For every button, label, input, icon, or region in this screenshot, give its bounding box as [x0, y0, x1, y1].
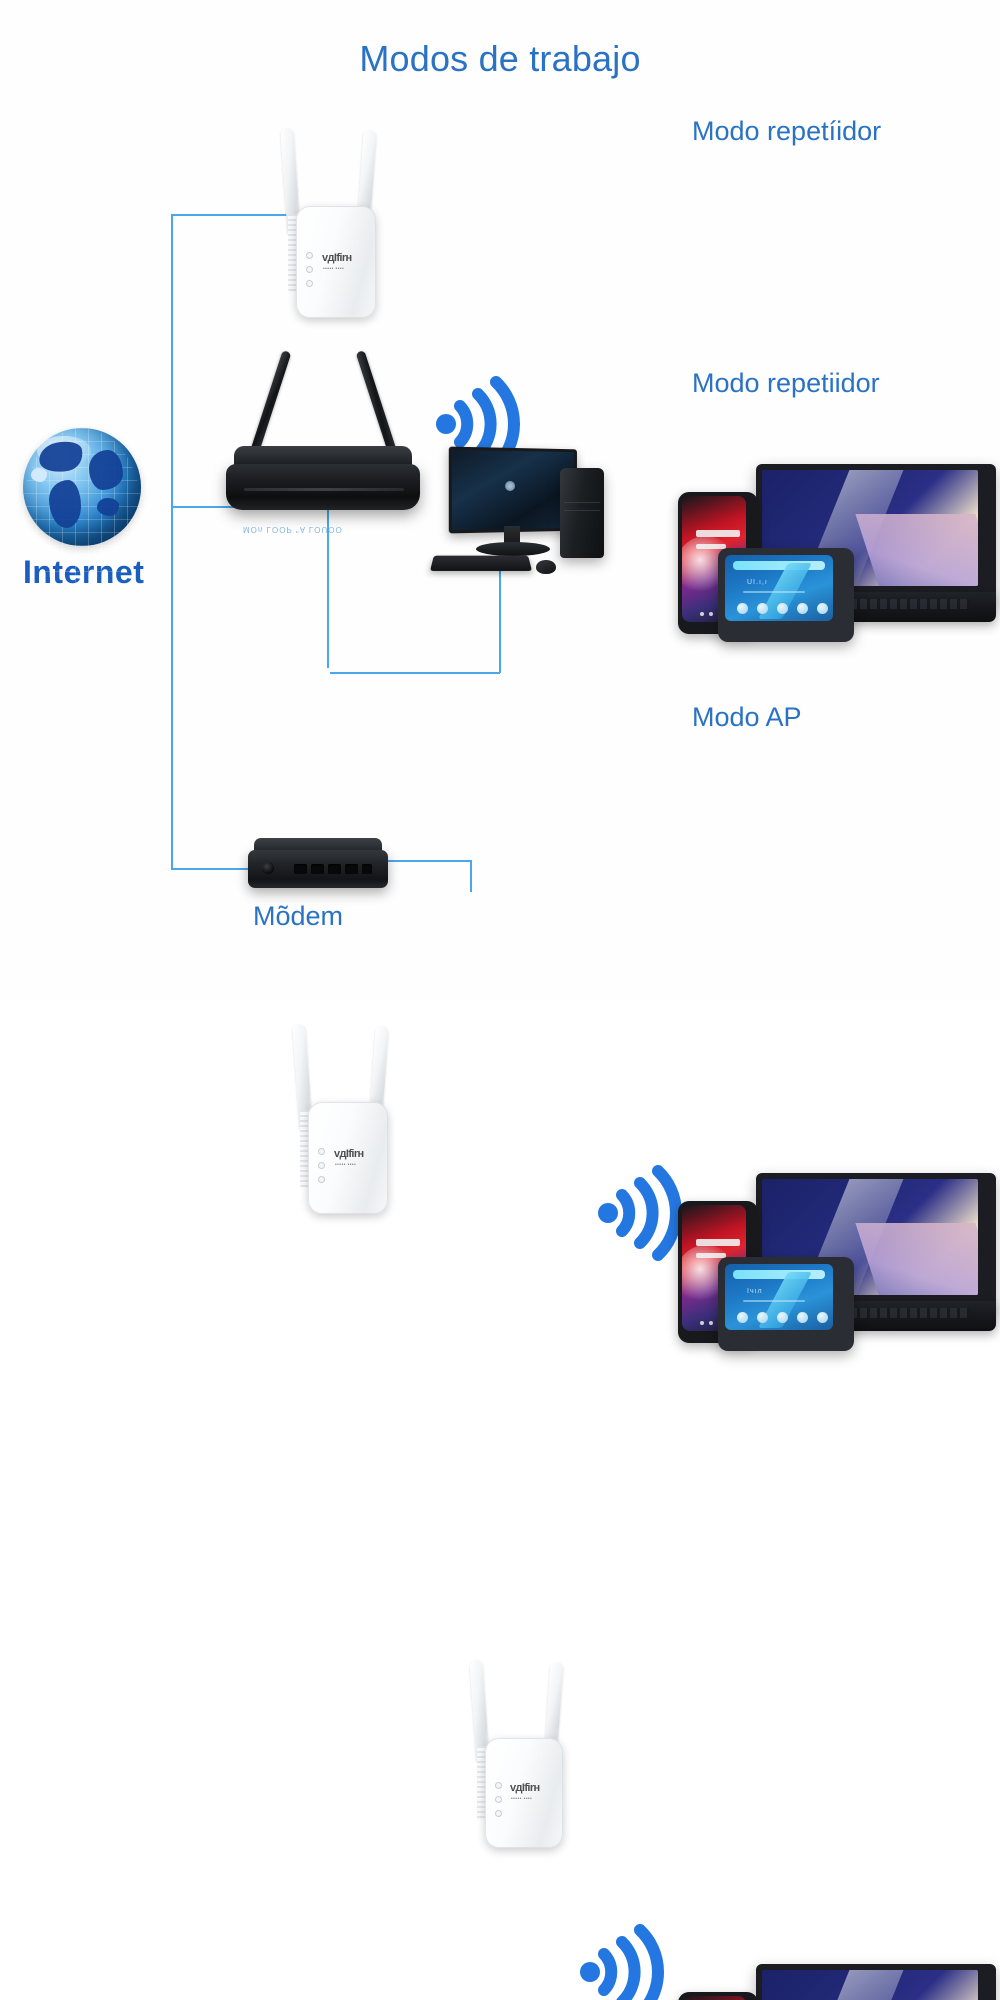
mode-label-ap-bottom: Modo AP	[692, 702, 802, 732]
mode-label-repeater-middle: Modo repetiidor	[692, 368, 880, 398]
extender-sublogo: ••••• ••••	[335, 1162, 357, 1168]
router-body	[226, 464, 420, 510]
router-brand-text: MOn LOOP "A LOUOO	[243, 525, 343, 534]
extender-logo: vдIfirн	[334, 1148, 364, 1160]
extender-logo: vдIfirн	[510, 1782, 540, 1794]
connector-trunk-vertical	[171, 215, 173, 870]
router-antenna-right	[355, 350, 399, 460]
internet-node: Internet	[23, 428, 144, 591]
cable-modem	[248, 838, 388, 894]
wifi-extender-middle: vдIfirн ••••• ••••	[278, 1023, 396, 1214]
extender-sublogo: ••••• ••••	[511, 1796, 533, 1802]
globe-icon	[23, 428, 141, 591]
modem-power-jack	[262, 862, 274, 874]
monitor-screen	[448, 446, 577, 534]
connector-to-modem	[171, 868, 261, 870]
wireless-router	[218, 342, 428, 512]
connector-extender-to-pc-horizontal	[330, 672, 500, 674]
modem-label: Mõdem	[253, 901, 344, 931]
client-device-cluster-top: UI.ı,ı	[678, 464, 998, 642]
diagram-canvas: Modos de trabajo Internet	[23, 38, 998, 2000]
connector-extender-to-pc-vertical	[499, 560, 501, 673]
page-title: Modos de trabajo	[359, 38, 641, 79]
connector-modem-to-extender-vertical	[470, 860, 472, 892]
router-antenna-left	[248, 350, 292, 460]
modem-body	[248, 850, 388, 888]
extender-sublogo: ••••• ••••	[323, 266, 345, 272]
client-device-cluster-middle: Iчıл	[678, 1173, 998, 1351]
client-device-cluster-bottom: Iчıл	[678, 1964, 998, 2000]
desktop-computer	[429, 442, 612, 582]
extender-logo: vдIfirн	[322, 252, 352, 264]
keyboard	[429, 555, 533, 571]
extender-body: vдIfirн ••••• ••••	[308, 1102, 388, 1214]
monitor-neck	[504, 526, 520, 546]
extender-body: vдIfirн ••••• ••••	[485, 1738, 563, 1848]
monitor-base	[476, 542, 550, 556]
pc-tower	[560, 468, 604, 558]
internet-label: Internet	[23, 554, 144, 591]
wifi-extender-top: vдIfirн ••••• ••••	[266, 127, 384, 318]
connector-modem-to-extender-horizontal	[386, 860, 471, 862]
mouse	[536, 560, 556, 574]
mode-label-repeater-top: Modo repetíidor	[692, 116, 882, 146]
connector-to-top-extender	[171, 214, 296, 216]
wifi-extender-bottom: vдIfirн ••••• ••••	[455, 1659, 573, 1850]
connector-router-to-extender	[327, 508, 329, 668]
extender-body: vдIfirн ••••• ••••	[296, 206, 376, 318]
